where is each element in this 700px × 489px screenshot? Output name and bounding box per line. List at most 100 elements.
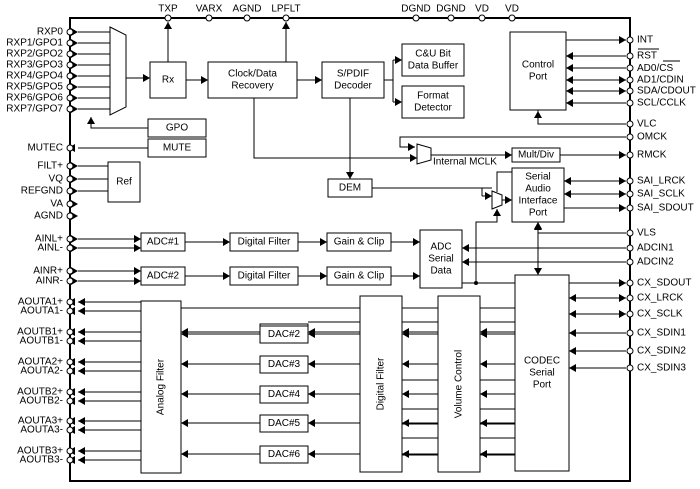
arrowhead bbox=[78, 337, 85, 345]
cx-sdin3-pin bbox=[626, 364, 634, 372]
ad1-label: AD1/CDIN bbox=[637, 75, 684, 86]
aout-8-pin bbox=[66, 417, 74, 425]
sai-block-label: Port bbox=[529, 208, 548, 219]
ref-block-label: Ref bbox=[116, 177, 132, 188]
arrowhead bbox=[78, 397, 85, 405]
arrowhead bbox=[201, 76, 208, 84]
aout-1-label: AOUTA1- bbox=[20, 306, 63, 317]
arrowhead bbox=[480, 330, 487, 338]
arrowhead bbox=[78, 358, 85, 366]
dac-6-block-label: DAC#6 bbox=[268, 449, 301, 460]
gain1-block bbox=[326, 232, 392, 252]
dac-5-block-label: DAC#5 bbox=[268, 418, 301, 429]
rx-input-7-pin bbox=[66, 105, 74, 113]
sai-mux bbox=[491, 190, 503, 210]
rx-input-6-pin bbox=[66, 94, 74, 102]
aout-3-label: AOUTB1- bbox=[20, 336, 63, 347]
top-pin-1 bbox=[205, 14, 213, 22]
left-g2-4-label: VA bbox=[50, 199, 63, 210]
aout-5-label: AOUTA2- bbox=[20, 366, 63, 377]
sai-block-label: Interface bbox=[519, 196, 558, 207]
vls-pin bbox=[626, 229, 634, 237]
dfilter2-block bbox=[229, 266, 299, 286]
arrowhead bbox=[534, 268, 542, 275]
arrowhead bbox=[78, 456, 85, 464]
digital-filter-vertical-block-label: Digital Filter bbox=[376, 357, 387, 410]
arrowhead bbox=[566, 76, 573, 84]
top-pin-2 bbox=[243, 14, 251, 22]
arrowhead bbox=[619, 279, 626, 287]
ainl-plus-pin bbox=[66, 235, 74, 243]
format-detector-block-label: Detector bbox=[414, 103, 452, 114]
rx-input-3-label: RXP3/GPO3 bbox=[6, 60, 63, 71]
arrowhead bbox=[480, 390, 487, 398]
rx-input-0-label: RXP0 bbox=[37, 27, 64, 38]
cx-sdin2-pin bbox=[626, 347, 634, 355]
vlc-pin bbox=[626, 120, 634, 128]
dfilter2-block-label: Digital Filter bbox=[238, 271, 291, 282]
arrowhead bbox=[619, 294, 626, 302]
aout-10-pin bbox=[66, 447, 74, 455]
cx-sdout-pin bbox=[626, 279, 634, 287]
aout-7-pin bbox=[66, 397, 74, 405]
arrowhead bbox=[505, 196, 512, 204]
gain1-block-label: Gain & Clip bbox=[334, 237, 385, 248]
dfilter1-block bbox=[229, 232, 299, 252]
arrowhead bbox=[569, 347, 576, 355]
left-g2-1-pin bbox=[66, 162, 74, 170]
sda-pin bbox=[626, 87, 634, 95]
cx-sdout-label: CX_SDOUT bbox=[637, 278, 691, 289]
arrowhead bbox=[78, 388, 85, 396]
left-g2-5-label: AGND bbox=[34, 211, 63, 222]
arrowhead bbox=[619, 87, 626, 95]
adc-serial-block bbox=[419, 229, 463, 289]
arrowhead bbox=[78, 447, 85, 455]
arrowhead bbox=[395, 98, 402, 106]
analog-filter-block-label: Analog Filter bbox=[156, 358, 167, 415]
multdiv-block bbox=[511, 147, 561, 163]
top-pin-label-2: AGND bbox=[233, 4, 262, 15]
aout-4-pin bbox=[66, 358, 74, 366]
aout-3-pin bbox=[66, 337, 74, 345]
cx-sclk-label: CX_SCLK bbox=[637, 309, 683, 320]
rx-input-1-pin bbox=[66, 39, 74, 47]
arrowhead bbox=[164, 22, 172, 29]
top-pin-3 bbox=[282, 14, 290, 22]
cdr-block bbox=[207, 61, 298, 99]
ainr-plus-pin bbox=[66, 267, 74, 275]
aout-5-pin bbox=[66, 367, 74, 375]
left-g2-1-label: FILT+ bbox=[37, 161, 63, 172]
cx-sdin1-pin bbox=[626, 329, 634, 337]
arrowhead bbox=[566, 99, 573, 107]
ref-block bbox=[107, 161, 141, 203]
cx-lrck-label: CX_LRCK bbox=[637, 293, 683, 304]
arrowhead bbox=[223, 272, 230, 280]
arrowhead bbox=[78, 328, 85, 336]
rx-mux bbox=[109, 26, 127, 116]
arrowhead bbox=[402, 450, 409, 458]
adc-serial-block-label: Data bbox=[430, 266, 452, 277]
top-pin-7 bbox=[508, 14, 516, 22]
ad0-label: AD0/CS bbox=[637, 63, 673, 74]
arrowhead bbox=[569, 329, 576, 337]
top-pin-label-5: DGND bbox=[436, 4, 465, 15]
rmck-label: RMCK bbox=[637, 150, 667, 161]
top-pin-label-6: VD bbox=[475, 4, 489, 15]
analog-filter-block bbox=[140, 300, 182, 474]
aout-9-pin bbox=[66, 426, 74, 434]
aout-8-label: AOUTA3+ bbox=[18, 416, 63, 427]
arrowhead bbox=[134, 235, 141, 243]
aout-11-label: AOUTB3- bbox=[20, 455, 63, 466]
adc-serial-block-label: ADC bbox=[430, 242, 451, 253]
arrowhead bbox=[78, 298, 85, 306]
arrowhead bbox=[282, 22, 290, 29]
adc-serial-block-label: Serial bbox=[428, 254, 454, 265]
cx-sdin1-label: CX_SDIN1 bbox=[637, 328, 686, 339]
arrowhead bbox=[308, 330, 315, 338]
top-pin-label-1: VARX bbox=[196, 4, 223, 15]
aout-6-pin bbox=[66, 388, 74, 396]
volume-control-block-label: Volume Control bbox=[454, 350, 465, 418]
top-pin-6 bbox=[478, 14, 486, 22]
adcin1-label: ADCIN1 bbox=[637, 243, 674, 254]
